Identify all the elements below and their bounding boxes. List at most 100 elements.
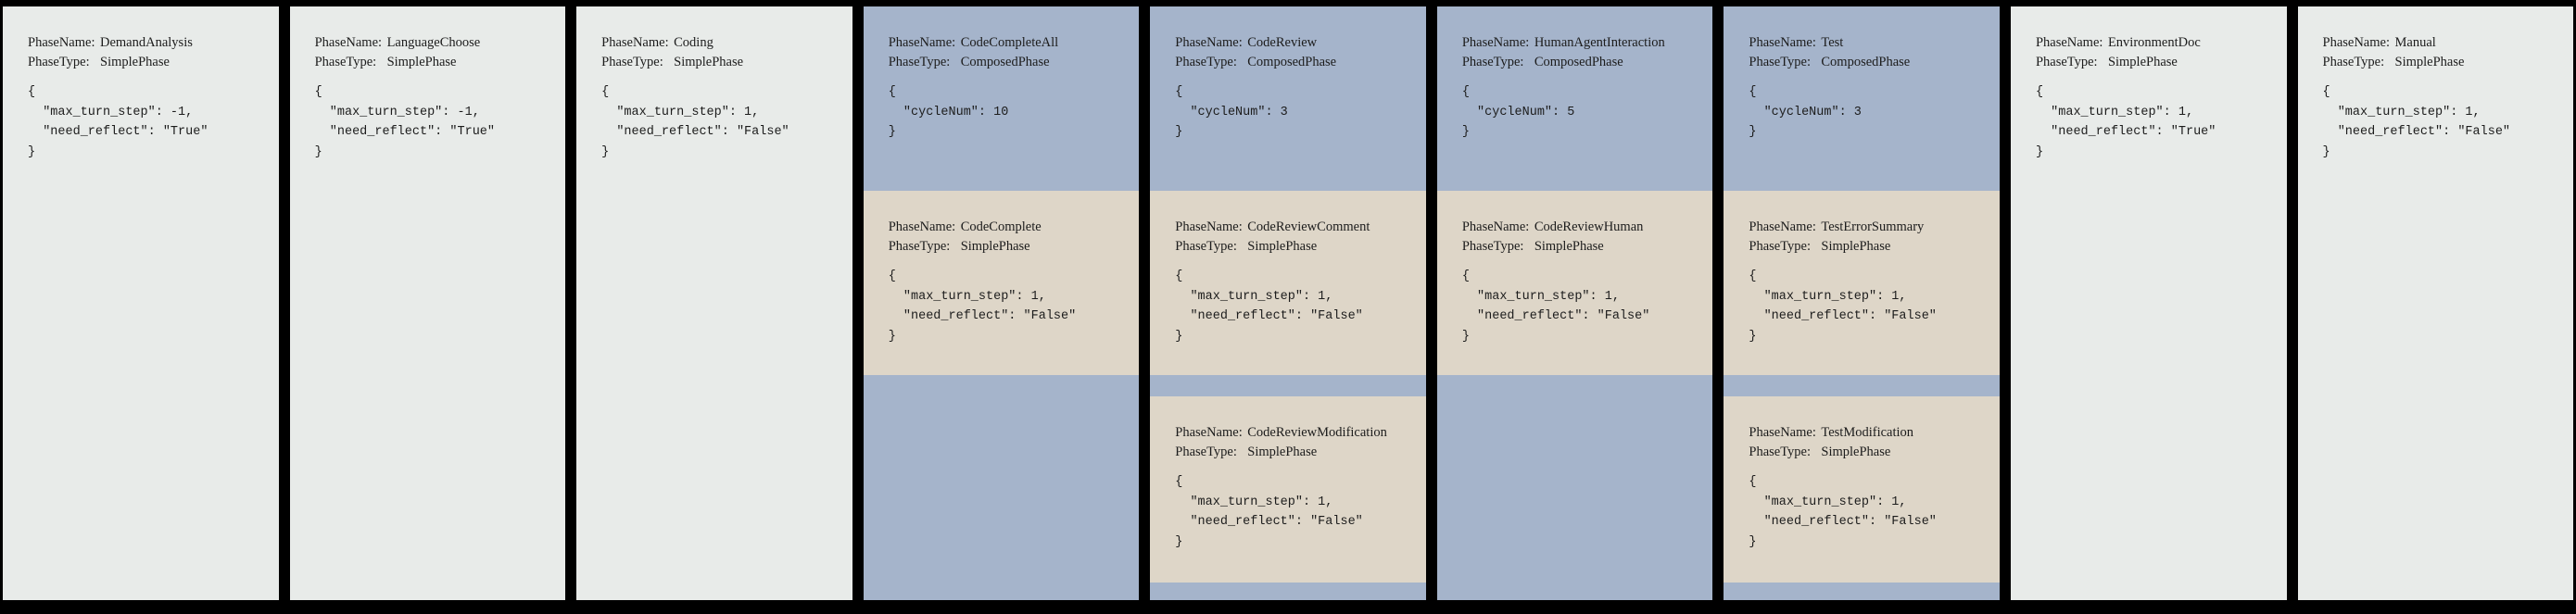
phase-config-json: { "cycleNum": 3 }: [1749, 85, 1862, 139]
phase-type-label: PhaseType:: [314, 55, 377, 69]
phase-type-label: PhaseType:: [1175, 55, 1237, 69]
phase-type-row: PhaseType: SimplePhase: [2323, 53, 2561, 72]
phase-type-row: PhaseType: SimplePhase: [601, 53, 840, 72]
phase-config-json: { "max_turn_step": 1, "need_reflect": "F…: [1749, 475, 1937, 549]
phase-type-label: PhaseType:: [1175, 445, 1237, 459]
phase-type-value: SimplePhase: [674, 55, 744, 69]
phase-panel-code-review: PhaseName: CodeReview PhaseType: ComposedP…: [1150, 6, 1426, 600]
nested-phase-test-modification: PhaseName:TestModification PhaseType:Sim…: [1724, 396, 2000, 583]
phase-type-row: PhaseType:ComposedPhase: [1749, 53, 1987, 72]
phase-type-label: PhaseType:: [1749, 239, 1812, 254]
phase-panel-human-agent-interaction: PhaseName: HumanAgentInteraction PhaseTyp…: [1436, 6, 1713, 600]
phase-name-row: PhaseName:CodeReviewHuman: [1462, 218, 1700, 237]
phase-type-label: PhaseType:: [28, 55, 90, 69]
phase-config-json: { "max_turn_step": 1, "need_reflect": "F…: [1175, 269, 1363, 344]
composed-phase-header-section: PhaseName: CodeReview PhaseType: ComposedP…: [1150, 6, 1426, 191]
phase-type-value: SimplePhase: [2107, 55, 2178, 69]
phase-type-label: PhaseType:: [601, 55, 663, 69]
phase-type-value: SimplePhase: [1247, 239, 1318, 254]
phase-name-label: PhaseName:: [1749, 35, 1816, 50]
phase-name-value: CodeComplete: [960, 219, 1042, 234]
band-gap: [1724, 375, 2000, 396]
phase-name-row: PhaseName: CodeReview: [1175, 33, 1413, 53]
phase-section: PhaseName:EnvironmentDoc PhaseType:Simpl…: [2011, 6, 2287, 162]
phase-config-json: { "cycleNum": 10 }: [888, 85, 1009, 139]
phase-config-json: { "max_turn_step": 1, "need_reflect": "F…: [1749, 269, 1937, 344]
composed-phase-header-section: PhaseName: HumanAgentInteraction PhaseTyp…: [1437, 6, 1713, 191]
phase-name-value: LanguageChoose: [386, 35, 481, 50]
phase-name-label: PhaseName:: [2322, 35, 2390, 50]
phase-panel-coding: PhaseName:Coding PhaseType:SimplePhase {…: [576, 6, 852, 600]
phase-type-value: SimplePhase: [100, 55, 170, 69]
phase-type-row: PhaseType: SimplePhase: [2036, 53, 2274, 72]
phase-name-row: PhaseName:LanguageChoose: [315, 33, 553, 53]
phase-type-label: PhaseType:: [1749, 445, 1812, 459]
phase-name-row: PhaseName: DemandAnalysis: [28, 33, 266, 53]
phase-name-label: PhaseName:: [888, 35, 956, 50]
phase-type-value: SimplePhase: [1247, 445, 1318, 459]
phase-config-json: { "max_turn_step": 1, "need_reflect": "F…: [2322, 85, 2511, 159]
phase-name-value: Coding: [674, 35, 713, 50]
phase-config-json: { "max_turn_step": 1, "need_reflect": "F…: [888, 269, 1077, 344]
phase-name-value: CodeReview: [1247, 35, 1318, 50]
phase-panel-environment-doc: PhaseName:EnvironmentDoc PhaseType:Simpl…: [2010, 6, 2287, 600]
phase-type-label: PhaseType:: [1461, 55, 1524, 69]
phase-type-value: SimplePhase: [1821, 239, 1891, 254]
phase-name-label: PhaseName:: [1461, 35, 1530, 50]
phase-panel-test: PhaseName:Test PhaseType:ComposedPhase {…: [1724, 6, 2000, 600]
phase-type-value: SimplePhase: [386, 55, 457, 69]
phase-name-label: PhaseName:: [28, 35, 95, 50]
phase-panels-row: PhaseName: DemandAnalysis PhaseType: Simpl…: [3, 6, 2574, 600]
phase-type-label: PhaseType:: [2035, 55, 2098, 69]
phase-config-json: { "max_turn_step": -1, "need_reflect": "…: [314, 85, 495, 159]
phase-type-row: PhaseType: SimplePhase: [28, 53, 266, 72]
phase-name-label: PhaseName:: [1175, 425, 1243, 440]
phase-name-label: PhaseName:: [888, 219, 956, 234]
phase-name-label: PhaseName:: [2035, 35, 2103, 50]
phase-name-value: CodeReviewComment: [1247, 219, 1370, 234]
phase-panel-demand-analysis: PhaseName: DemandAnalysis PhaseType: Simpl…: [3, 6, 279, 600]
phase-name-value: CodeReviewModification: [1247, 425, 1387, 440]
composed-phase-header-section: PhaseName:CodeCompleteAll PhaseType:Comp…: [864, 6, 1140, 191]
phase-name-value: TestModification: [1821, 425, 1914, 440]
phase-type-label: PhaseType:: [1749, 55, 1812, 69]
phase-type-row: PhaseType: SimplePhase: [315, 53, 553, 72]
phase-type-value: ComposedPhase: [1534, 55, 1623, 69]
phase-name-value: CodeCompleteAll: [960, 35, 1059, 50]
phase-name-row: PhaseName: CodeCompleteAll: [889, 33, 1127, 53]
phase-type-label: PhaseType:: [888, 239, 951, 254]
phase-name-value: Manual: [2394, 35, 2436, 50]
phase-name-row: PhaseName:Coding: [601, 33, 840, 53]
phase-panel-language-choose: PhaseName:LanguageChoose PhaseType: Simpl…: [289, 6, 566, 600]
phase-type-label: PhaseType:: [2322, 55, 2385, 69]
phase-type-value: SimplePhase: [2394, 55, 2465, 69]
phase-name-row: PhaseName: CodeReviewModification: [1175, 423, 1413, 443]
phase-type-label: PhaseType:: [1175, 239, 1237, 254]
phase-name-value: DemandAnalysis: [100, 35, 193, 50]
phase-section: PhaseName: DemandAnalysis PhaseType: Simpl…: [3, 6, 279, 162]
phase-config-json: { "max_turn_step": 1, "need_reflect": "F…: [1461, 269, 1650, 344]
phase-type-row: PhaseType: SimplePhase: [1749, 443, 1987, 462]
phase-name-label: PhaseName:: [1175, 35, 1243, 50]
phase-name-value: HumanAgentInteraction: [1534, 35, 1665, 50]
phase-name-row: PhaseName: Manual: [2323, 33, 2561, 53]
phase-type-label: PhaseType:: [1461, 239, 1524, 254]
phase-name-label: PhaseName:: [1175, 219, 1243, 234]
composed-phase-header-section: PhaseName:Test PhaseType:ComposedPhase {…: [1724, 6, 2000, 191]
phase-section: PhaseName:Coding PhaseType:SimplePhase {…: [576, 6, 852, 162]
phase-type-value: ComposedPhase: [960, 55, 1050, 69]
phase-name-row: PhaseName:Test: [1749, 33, 1987, 53]
nested-phase-test-error-summary: PhaseName:TestErrorSummary PhaseType:Sim…: [1724, 191, 2000, 375]
phase-type-value: SimplePhase: [1534, 239, 1604, 254]
phase-type-row: PhaseType: SimplePhase: [1749, 237, 1987, 257]
phase-name-row: PhaseName: HumanAgentInteraction: [1462, 33, 1700, 53]
phase-config-json: { "cycleNum": 5 }: [1461, 85, 1575, 139]
nested-phase-code-review-comment: PhaseName: CodeReviewComment PhaseType: Si…: [1150, 191, 1426, 375]
phase-type-row: PhaseType: ComposedPhase: [1175, 53, 1413, 72]
phase-type-value: SimplePhase: [1821, 445, 1891, 459]
phase-type-value: SimplePhase: [960, 239, 1030, 254]
phase-type-value: ComposedPhase: [1247, 55, 1337, 69]
phase-config-json: { "max_turn_step": 1, "need_reflect": "T…: [2035, 85, 2216, 159]
phase-section: PhaseName: Manual PhaseType: SimplePhase {…: [2298, 6, 2574, 162]
phase-name-label: PhaseName:: [1749, 219, 1816, 234]
